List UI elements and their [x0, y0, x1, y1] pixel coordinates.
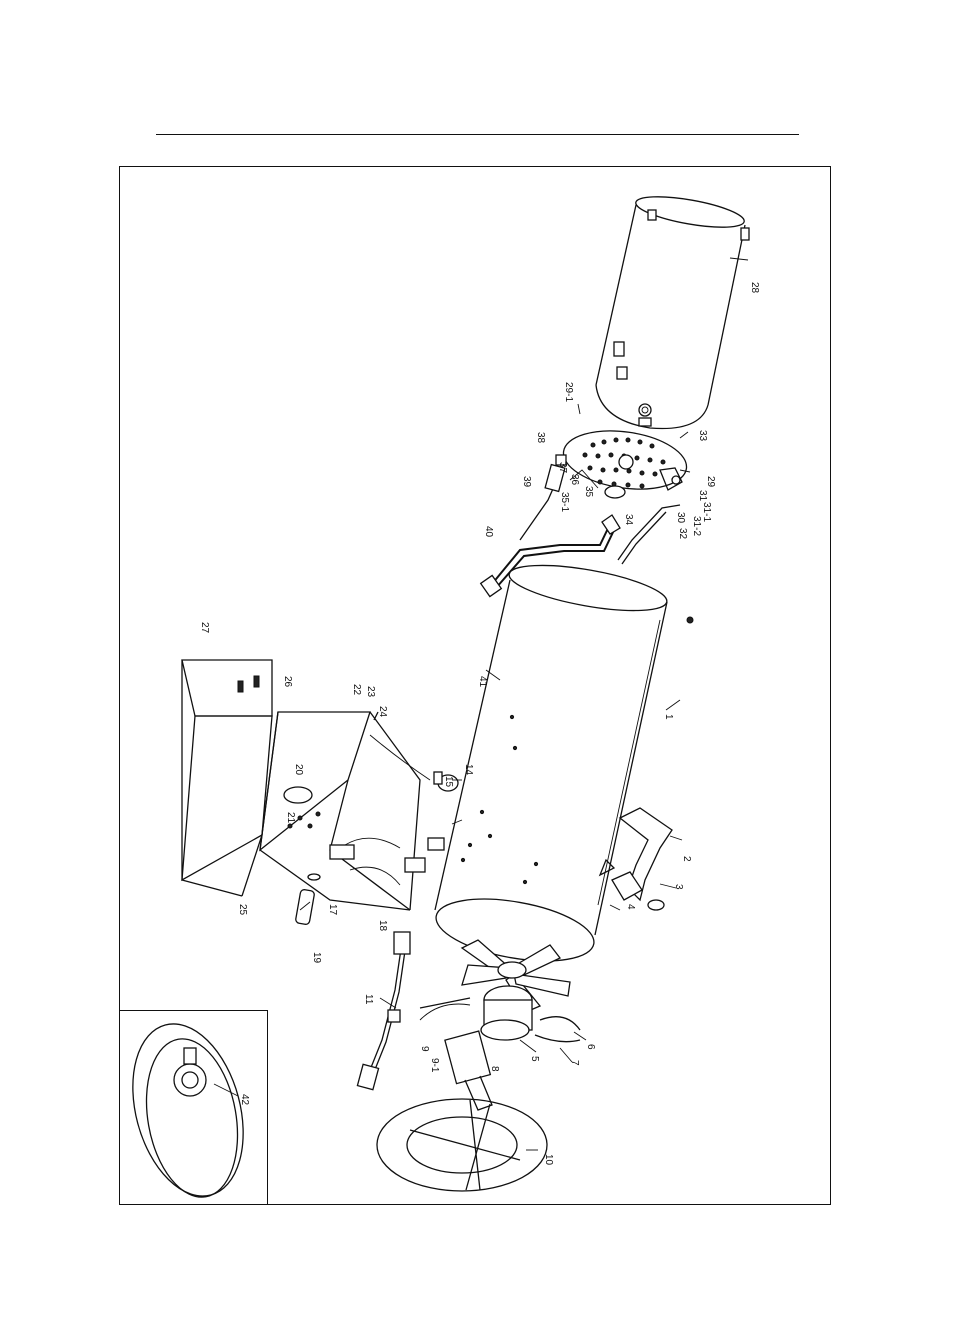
callout-24: 24 — [377, 706, 388, 718]
callout-35: 35 — [583, 486, 594, 498]
callout-31-2: 31-2 — [691, 516, 702, 536]
callout-25: 25 — [237, 904, 248, 916]
callout-29: 29 — [705, 476, 716, 488]
callout-26: 26 — [282, 676, 293, 688]
callout-38: 38 — [535, 432, 546, 444]
callout-10: 10 — [543, 1154, 554, 1166]
callout-18: 18 — [377, 920, 388, 932]
pump-assembly-8 — [420, 998, 492, 1110]
callout-31: 31 — [697, 490, 708, 502]
callout-1: 1 — [663, 714, 674, 720]
callout-3: 3 — [673, 884, 684, 890]
callout-22: 22 — [351, 684, 362, 696]
callout-41: 41 — [477, 676, 488, 688]
callout-37: 37 — [557, 462, 568, 474]
hose-regulator-42 — [115, 1012, 261, 1209]
callout-4: 4 — [625, 904, 636, 910]
callout-36: 36 — [569, 474, 580, 486]
callout-14: 14 — [463, 764, 474, 776]
callout-2: 2 — [681, 856, 692, 862]
combustion-chamber-28 — [596, 191, 749, 429]
fan-guard-10 — [377, 1099, 547, 1191]
callout-11: 11 — [363, 994, 374, 1005]
callout-21: 21 — [285, 812, 296, 824]
callout-5: 5 — [529, 1056, 540, 1062]
callout-27: 27 — [199, 622, 210, 634]
callout-20: 20 — [293, 764, 304, 776]
callout-33: 33 — [697, 430, 708, 442]
callout-6: 6 — [585, 1044, 596, 1050]
callout-19: 19 — [311, 952, 322, 964]
callout-17: 17 — [327, 904, 338, 916]
callout-23: 23 — [365, 686, 376, 698]
control-box-assembly — [260, 712, 458, 910]
callout-32: 32 — [677, 528, 688, 540]
callout-42: 42 — [239, 1094, 250, 1106]
callout-15: 15 — [443, 776, 454, 788]
callout-40: 40 — [483, 526, 494, 538]
cover-panel-25-27 — [182, 660, 272, 896]
callout-9-1: 9-1 — [429, 1058, 440, 1073]
callout-28: 28 — [749, 282, 760, 294]
burner-plate-29 — [560, 424, 691, 497]
callout-7: 7 — [569, 1060, 580, 1066]
callout-30: 30 — [675, 512, 686, 524]
callout-9: 9 — [419, 1046, 430, 1052]
callout-39: 39 — [521, 476, 532, 488]
power-cord-11 — [357, 932, 410, 1090]
callout-34: 34 — [623, 514, 634, 526]
igniter-19 — [295, 874, 320, 925]
callout-leaders — [214, 258, 748, 1150]
callout-8: 8 — [489, 1066, 500, 1072]
callout-35-1: 35-1 — [559, 492, 570, 512]
callout-29-1: 29-1 — [563, 382, 574, 402]
